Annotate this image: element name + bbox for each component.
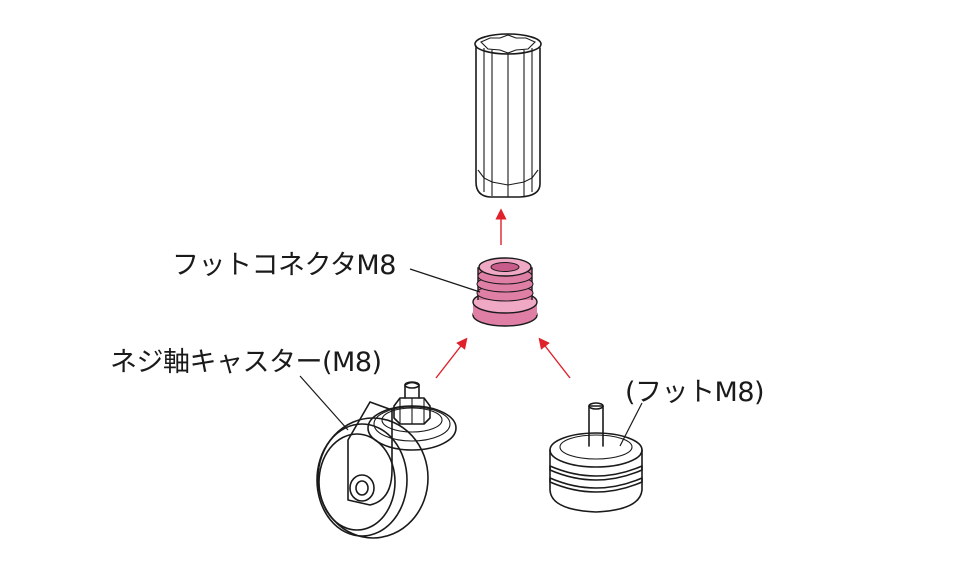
assembly-arrows (435, 208, 571, 379)
foot-connector-label: フットコネクタM8 (172, 250, 396, 281)
aluminum-pipe (474, 33, 542, 198)
foot-label: (フットM8) (625, 377, 765, 408)
foot-m8 (549, 402, 643, 513)
caster-label: ネジ軸キャスター(M8) (110, 347, 382, 378)
arrow-from-caster (435, 337, 468, 379)
foot-connector (472, 257, 538, 327)
screw-caster (316, 381, 457, 539)
arrow-from-foot (538, 337, 571, 379)
